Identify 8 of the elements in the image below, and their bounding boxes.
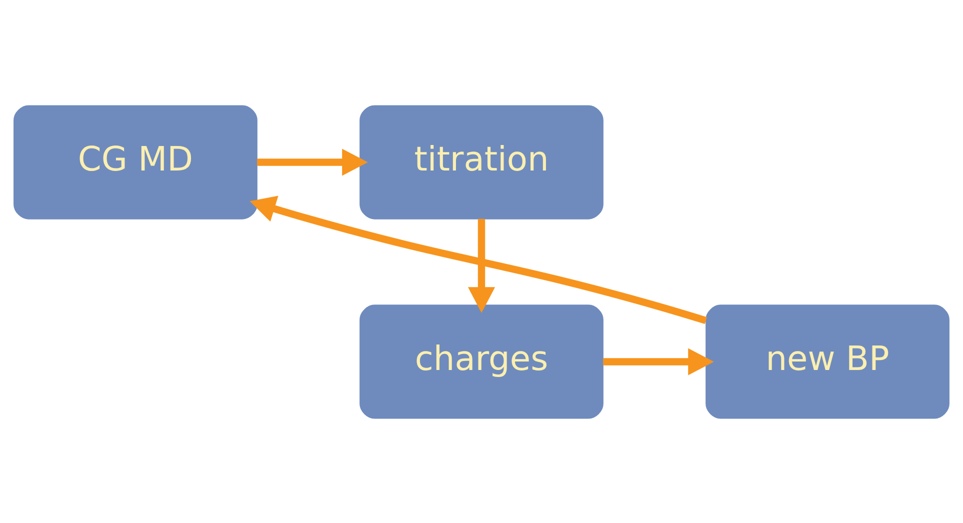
arrow [468,218,496,312]
node-box: CG MD [14,104,258,219]
node-box: new BP [706,304,950,418]
arrow [603,348,714,375]
node-box: charges [360,304,604,418]
arrow [257,148,368,176]
arrow [250,195,707,324]
node-box: titration [360,104,604,219]
